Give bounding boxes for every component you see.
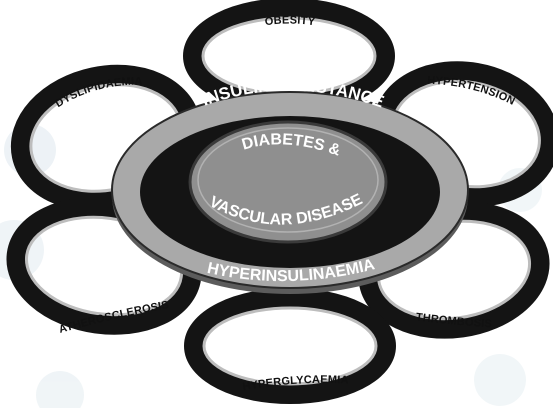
label-obesity: OBESITY	[264, 14, 316, 28]
ring-hyperglycaemia	[184, 288, 396, 404]
ring-atherosclerosis	[6, 197, 202, 335]
center-disc	[188, 120, 388, 244]
central-ring	[111, 91, 469, 294]
